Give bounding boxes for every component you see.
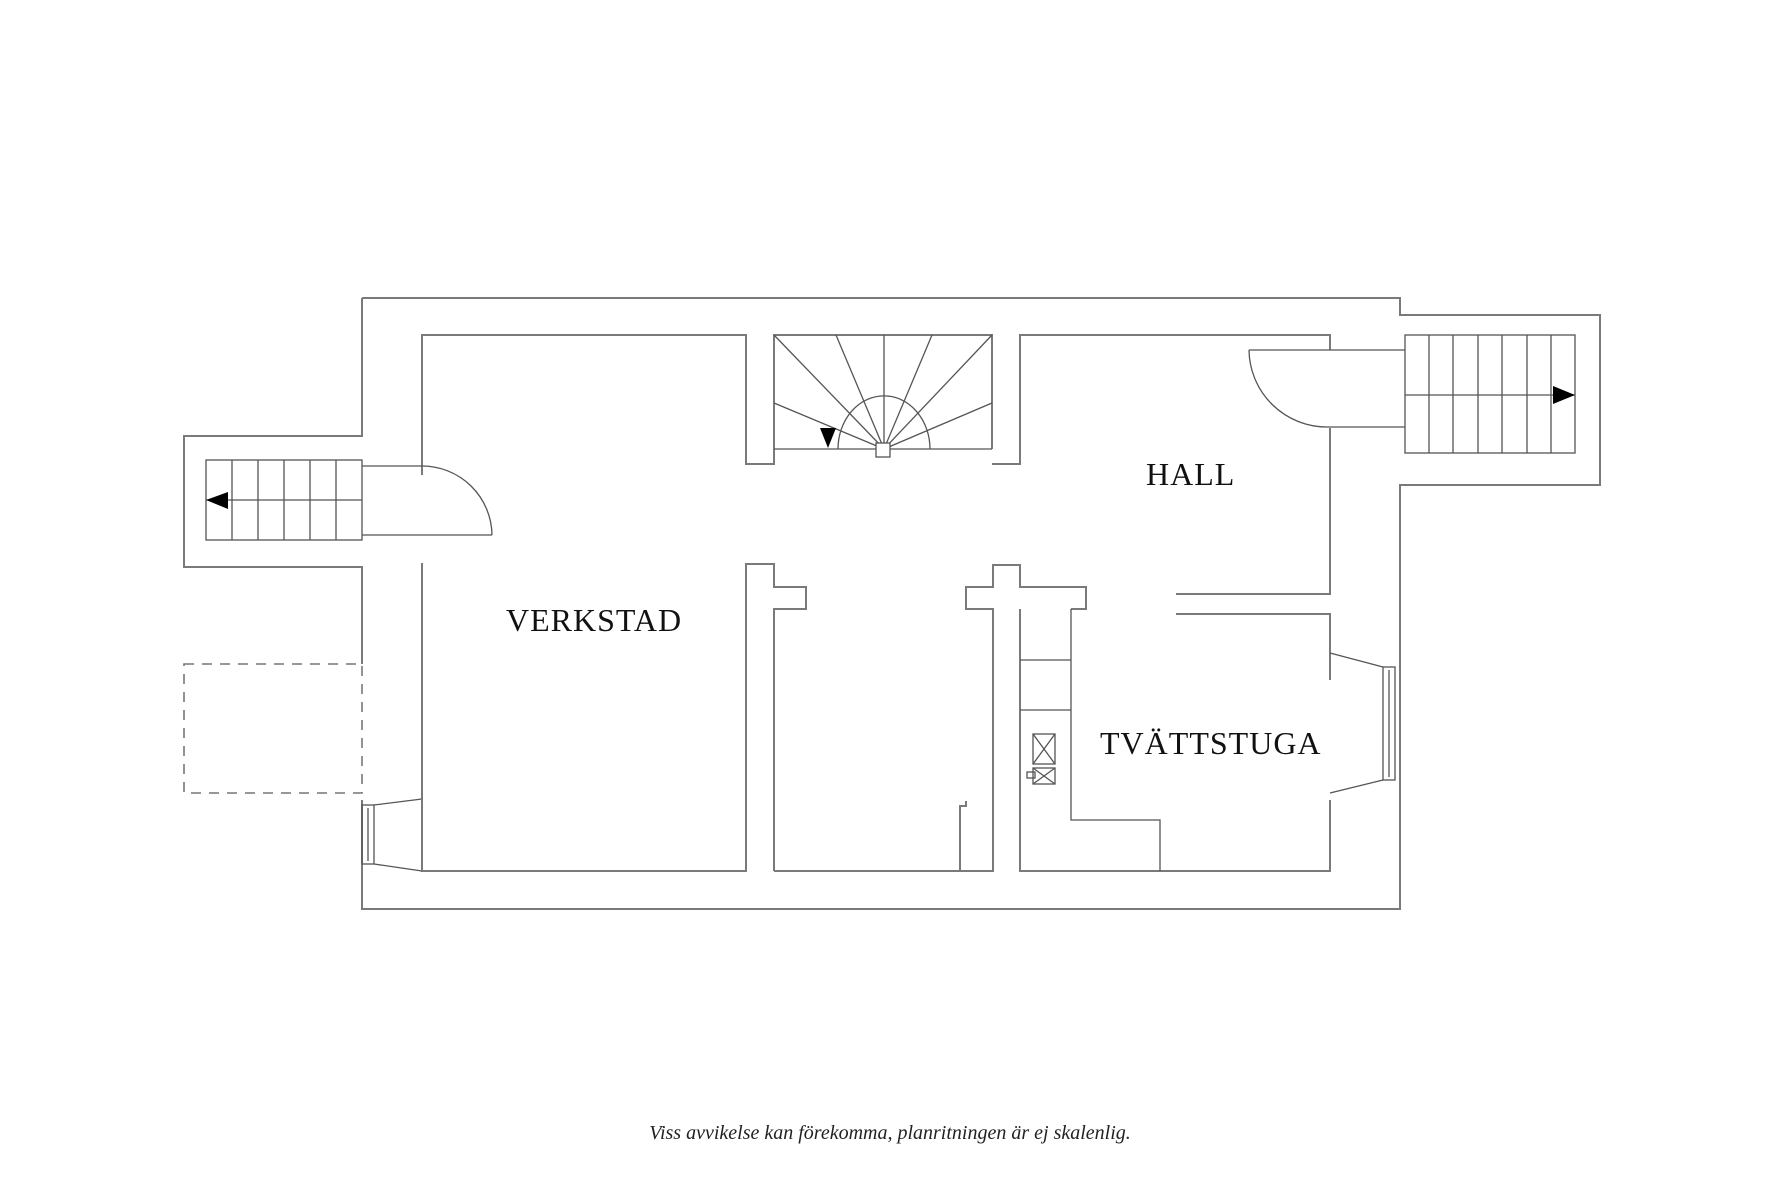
stairs-right	[1404, 334, 1576, 454]
verkstad-walls	[421, 334, 807, 872]
window-right	[1329, 652, 1396, 794]
room-label-hall: HALL	[1146, 456, 1236, 492]
dryer-icon	[1026, 767, 1056, 785]
dashed-area	[183, 663, 363, 794]
outer-walls	[183, 297, 1601, 910]
disclaimer-text: Viss avvikelse kan förekomma, planritnin…	[649, 1122, 1131, 1144]
stairs-center	[773, 334, 1331, 465]
tvattstuga-walls	[1019, 609, 1331, 872]
door-right	[1248, 349, 1405, 428]
door-left	[362, 465, 493, 536]
stair-arrow-left-icon	[206, 492, 228, 509]
stairs-left	[205, 459, 363, 541]
corridor-walls	[774, 564, 1087, 872]
stair-arrow-right-icon	[1553, 386, 1575, 404]
window-left	[361, 798, 423, 872]
room-label-tvattstuga: TVÄTTSTUGA	[1100, 725, 1322, 761]
washer-icon	[1032, 733, 1056, 765]
stair-arrow-down-icon	[820, 428, 836, 448]
room-label-verkstad: VERKSTAD	[506, 602, 683, 638]
hall-walls	[1176, 428, 1331, 680]
